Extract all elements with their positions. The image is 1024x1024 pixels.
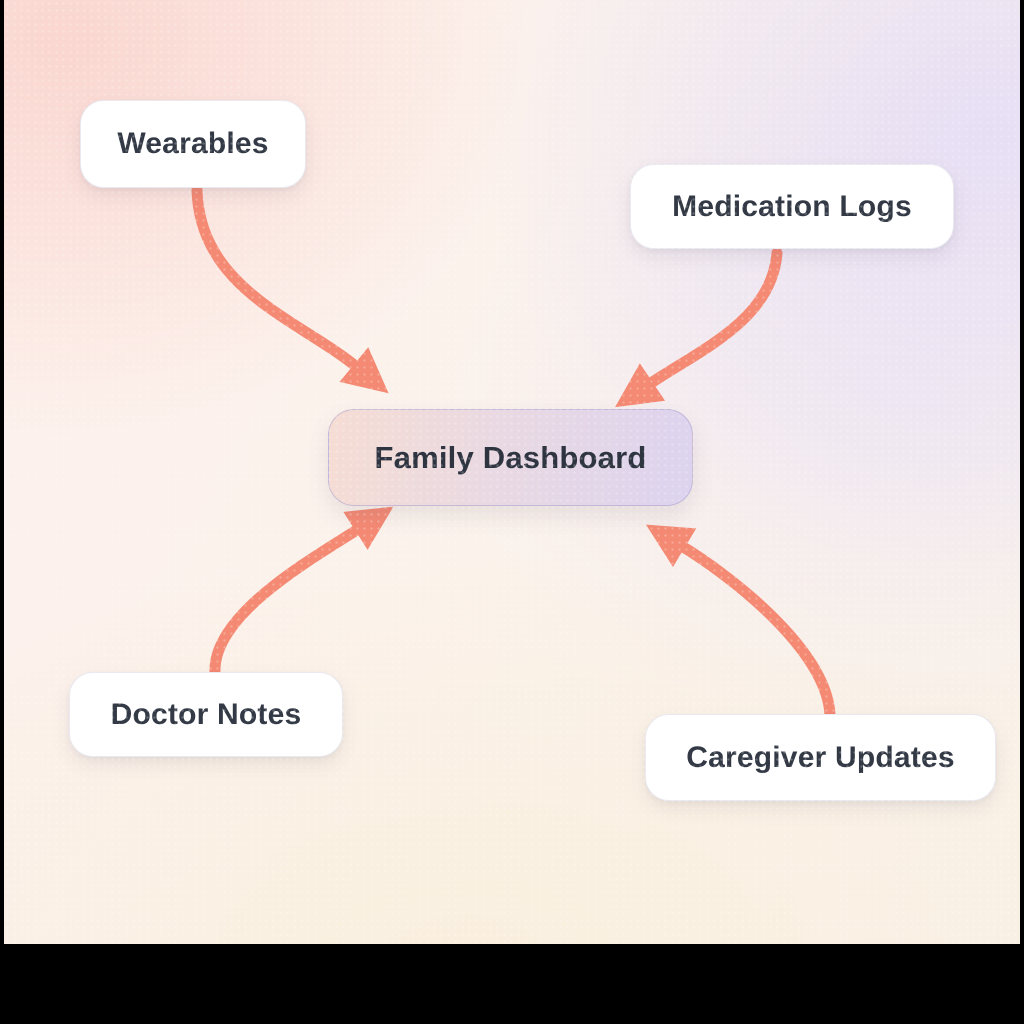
arrow-wearables-to-dashboard bbox=[191, 184, 389, 394]
arrow-medication-logs-to-dashboard bbox=[615, 247, 783, 408]
node-medication-logs-label: Medication Logs bbox=[672, 189, 912, 223]
node-doctor-notes-label: Doctor Notes bbox=[110, 697, 302, 731]
edge-layer bbox=[191, 184, 836, 721]
node-wearables-label: Wearables bbox=[117, 127, 269, 160]
node-doctor-notes[interactable]: Doctor Notes bbox=[69, 672, 343, 757]
node-caregiver-updates-label: Caregiver Updates bbox=[686, 740, 955, 774]
node-caregiver-updates[interactable]: Caregiver Updates bbox=[645, 714, 996, 801]
node-family-dashboard-label: Family Dashboard bbox=[374, 439, 647, 475]
arrow-caregiver-updates-to-dashboard bbox=[645, 524, 836, 721]
node-family-dashboard[interactable]: Family Dashboard bbox=[328, 409, 693, 506]
arrow-doctor-notes-to-dashboard bbox=[209, 506, 394, 679]
node-medication-logs[interactable]: Medication Logs bbox=[630, 164, 954, 249]
mindmap-canvas: Wearables Medication Logs Family Dashboa… bbox=[4, 0, 1020, 944]
node-wearables[interactable]: Wearables bbox=[80, 100, 306, 188]
